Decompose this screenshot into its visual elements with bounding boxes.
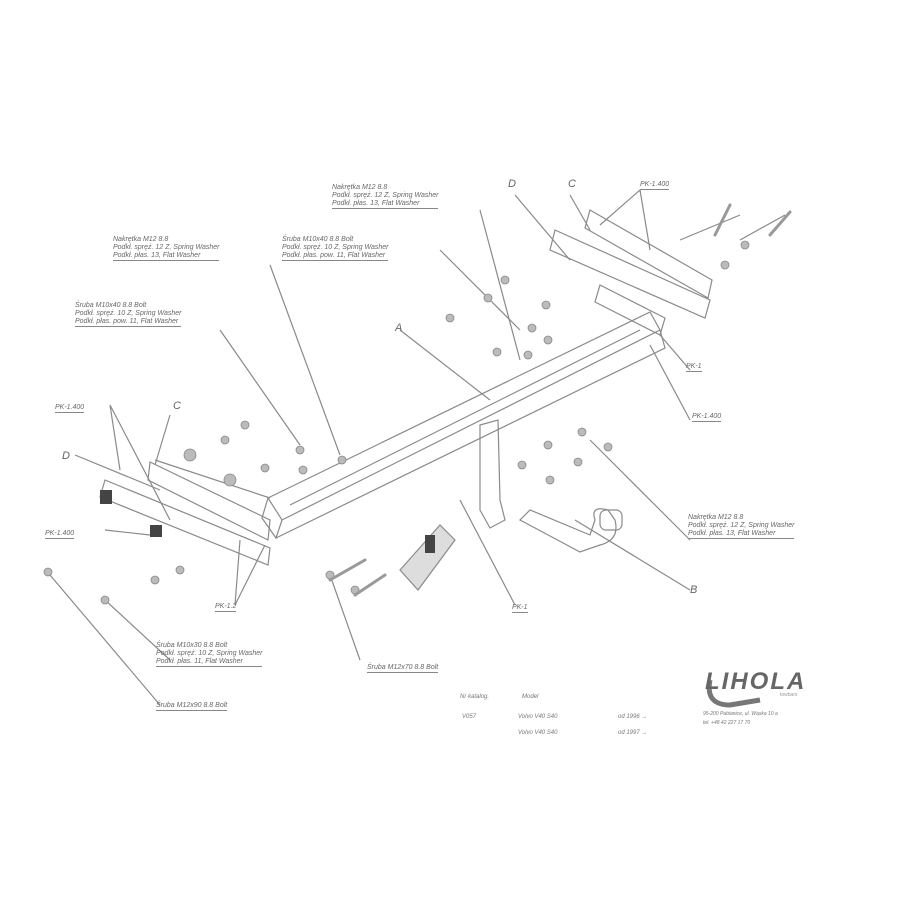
part-letter-a: A (395, 322, 403, 334)
callout-line: Nakrętka M12 8.8 (688, 514, 744, 521)
model-row-2: Volvo V40 S40 (518, 730, 558, 736)
part-letter-c: C (568, 178, 576, 190)
callout-line: Podkł. płas. 13, Flat Washer (332, 200, 420, 207)
model-row-1: Volvo V40 S40 (518, 714, 558, 720)
callout-line: Podkł. płas. 13, Flat Washer (688, 530, 776, 537)
callout-line: Podkł. płas. 13, Flat Washer (113, 252, 201, 259)
brand-address: 95-200 Pabianice, ul. Wąska 10 a (703, 711, 778, 717)
callout-bolt-top-left-2: Śruba M10x40 8.8 Bolt Podkł. spręż. 10 Z… (75, 302, 182, 327)
brand-tagline: towbars (780, 692, 798, 698)
callout-nut-right-mid: Nakrętka M12 8.8 Podkł. spręż. 12 Z, Spr… (688, 514, 795, 539)
callout-bolt-upper-mid: Śruba M10x40 8.8 Bolt Podkł. spręż. 10 Z… (282, 236, 389, 261)
part-ref-tag: PK-1 (686, 363, 702, 372)
year-row-1: od 1996 → (618, 714, 648, 720)
part-ref-tag: PK-1 (512, 604, 528, 613)
callout-line: Podkł. spręż. 10 Z, Spring Washer (156, 650, 263, 657)
part-ref-tag: PK-1.400 (692, 413, 722, 422)
callout-nut-top-left: Nakrętka M12 8.8 Podkł. spręż. 12 Z, Spr… (113, 236, 220, 261)
brand-logo: LIHOLA (705, 668, 807, 695)
part-ref-tag: PK-1.400 (45, 530, 75, 539)
callout-line: Podkł. płas. pow. 11, Flat Washer (75, 318, 179, 325)
callout-line: Podkł. spręż. 12 Z, Spring Washer (113, 244, 220, 251)
part-letter-c: C (173, 400, 181, 412)
callout-nut-top-center: Nakrętka M12 8.8 Podkł. spręż. 12 Z, Spr… (332, 184, 439, 209)
callout-bolt-bottom-left-2: Śruba M12x90 8.8 Bolt (156, 702, 228, 711)
year-row-2: od 1997 → (618, 730, 648, 736)
part-letter-d: D (62, 450, 70, 462)
callout-line: Śruba M10x40 8.8 Bolt (75, 302, 147, 309)
callout-line: Podkł. spręż. 10 Z, Spring Washer (282, 244, 389, 251)
part-ref-tag: PK-1.2 (215, 603, 237, 612)
callout-line: Podkł. spręż. 12 Z, Spring Washer (688, 522, 795, 529)
callout-line: Nakrętka M12 8.8 (113, 236, 169, 243)
callout-bolt-bottom-left: Śruba M10x30 8.8 Bolt Podkł. spręż. 10 Z… (156, 642, 263, 667)
callout-bolt-bottom-center: Śruba M12x70 8.8 Bolt (367, 664, 439, 673)
catalog-code: V057 (462, 714, 477, 720)
part-ref-tag: PK-1.400 (640, 181, 670, 190)
callout-line: Śruba M10x40 8.8 Bolt (282, 236, 354, 243)
callout-line: Podkł. płas. pow. 11, Flat Washer (282, 252, 386, 259)
part-letter-b: B (690, 584, 698, 596)
callout-line: Podkł. płas. 11, Flat Washer (156, 658, 243, 665)
callout-line: Nakrętka M12 8.8 (332, 184, 388, 191)
callout-line: Podkł. spręż. 12 Z, Spring Washer (332, 192, 439, 199)
title-block-col2-header: Model (522, 694, 539, 700)
callout-line: Śruba M10x30 8.8 Bolt (156, 642, 228, 649)
callout-line: Podkł. spręż. 10 Z, Spring Washer (75, 310, 182, 317)
title-block-col1-header: Nr katalog. (460, 694, 490, 700)
brand-phone: tel. +48 42 227 17 70 (703, 720, 751, 726)
part-ref-tag: PK-1.400 (55, 404, 85, 413)
part-letter-d: D (508, 178, 516, 190)
